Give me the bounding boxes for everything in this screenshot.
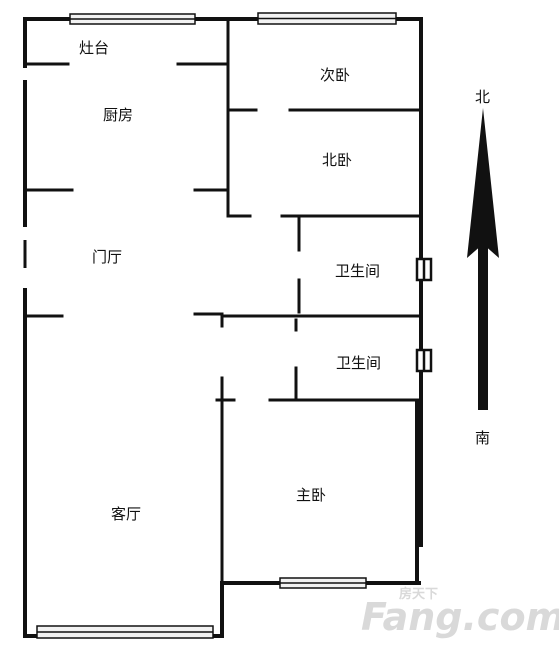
interior-walls <box>25 17 423 585</box>
label-stove: 灶台 <box>79 39 109 57</box>
compass-arrow-shaft <box>478 240 488 410</box>
label-foyer: 门厅 <box>92 248 122 266</box>
label-living-room: 客厅 <box>111 505 141 523</box>
watermark-logo: Fang.com <box>361 595 559 639</box>
watermark-cn: 房天下 <box>399 586 438 602</box>
label-bathroom-1: 卫生间 <box>335 262 380 280</box>
watermark: 房天下 Fang.com <box>361 586 559 639</box>
label-master-bedroom: 主卧 <box>296 486 326 504</box>
vent-marks <box>415 257 433 373</box>
compass-arrow-head <box>467 108 499 258</box>
label-second-bedroom: 次卧 <box>320 66 350 84</box>
north-arrow: 北 南 <box>467 88 499 447</box>
compass-south-label: 南 <box>475 429 490 447</box>
windows <box>36 12 397 639</box>
label-bathroom-2: 卫生间 <box>336 354 381 372</box>
label-north-bedroom: 北卧 <box>322 151 352 169</box>
label-kitchen: 厨房 <box>103 106 133 124</box>
compass-north-label: 北 <box>475 88 490 106</box>
